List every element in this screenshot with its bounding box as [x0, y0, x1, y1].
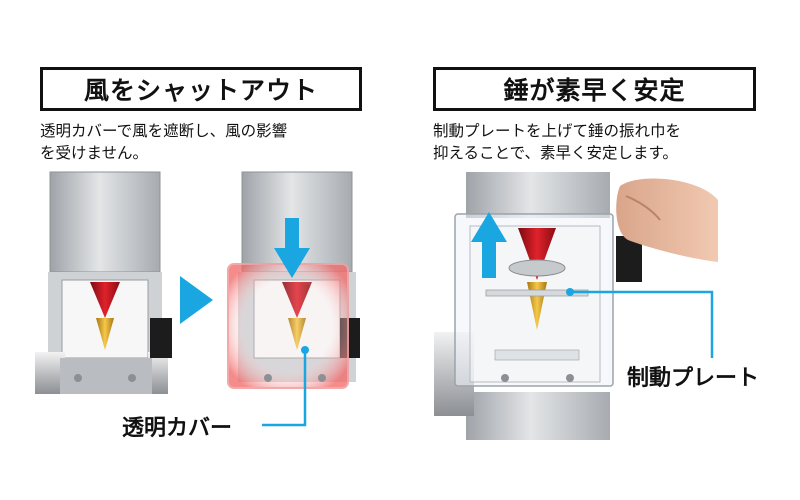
cover-leader-line: [262, 346, 309, 427]
arrow-up-icon: [471, 212, 507, 278]
brake-plate-label: 制動プレート: [627, 366, 760, 391]
plate-leader-line: [566, 288, 714, 358]
device-image-covered: [227, 171, 360, 389]
right-section-title: 錘が素早く安定: [433, 67, 756, 111]
left-section-description: 透明カバーで風を遮断し、風の影響 を受けません。: [40, 122, 288, 162]
transparent-cover-label: 透明カバー: [122, 416, 233, 441]
device-image-open: [35, 171, 172, 394]
arrow-down-icon: [274, 218, 310, 278]
right-section-description: 制動プレートを上げて錘の振れ巾を 抑えることで、素早く安定します。: [433, 122, 682, 162]
left-section-title: 風をシャットアウト: [40, 67, 362, 111]
arrow-right-icon: [180, 276, 213, 324]
device-image-brake-plate: [434, 172, 718, 440]
